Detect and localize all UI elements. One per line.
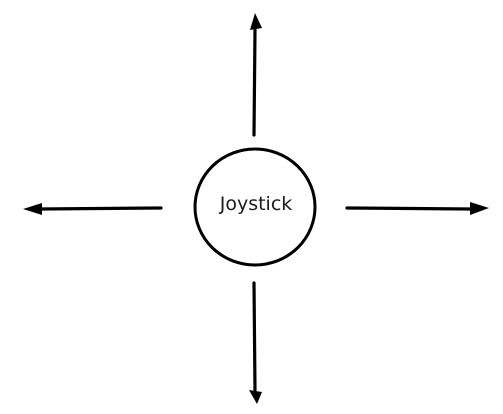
arrow-up-shaft <box>252 28 257 137</box>
arrow-left <box>23 203 163 215</box>
arrow-up <box>250 13 262 137</box>
arrow-right-head <box>470 202 489 215</box>
arrow-down-shaft <box>252 281 257 392</box>
joystick-circle <box>193 147 317 267</box>
arrow-down <box>249 281 262 404</box>
arrow-up-head <box>250 13 262 30</box>
arrow-right <box>345 202 489 215</box>
arrow-right-shaft <box>345 206 472 211</box>
arrow-left-head <box>23 203 42 215</box>
arrow-down-head <box>249 390 262 404</box>
arrow-left-shaft <box>38 206 163 211</box>
joystick-label: Joystick <box>219 193 293 215</box>
